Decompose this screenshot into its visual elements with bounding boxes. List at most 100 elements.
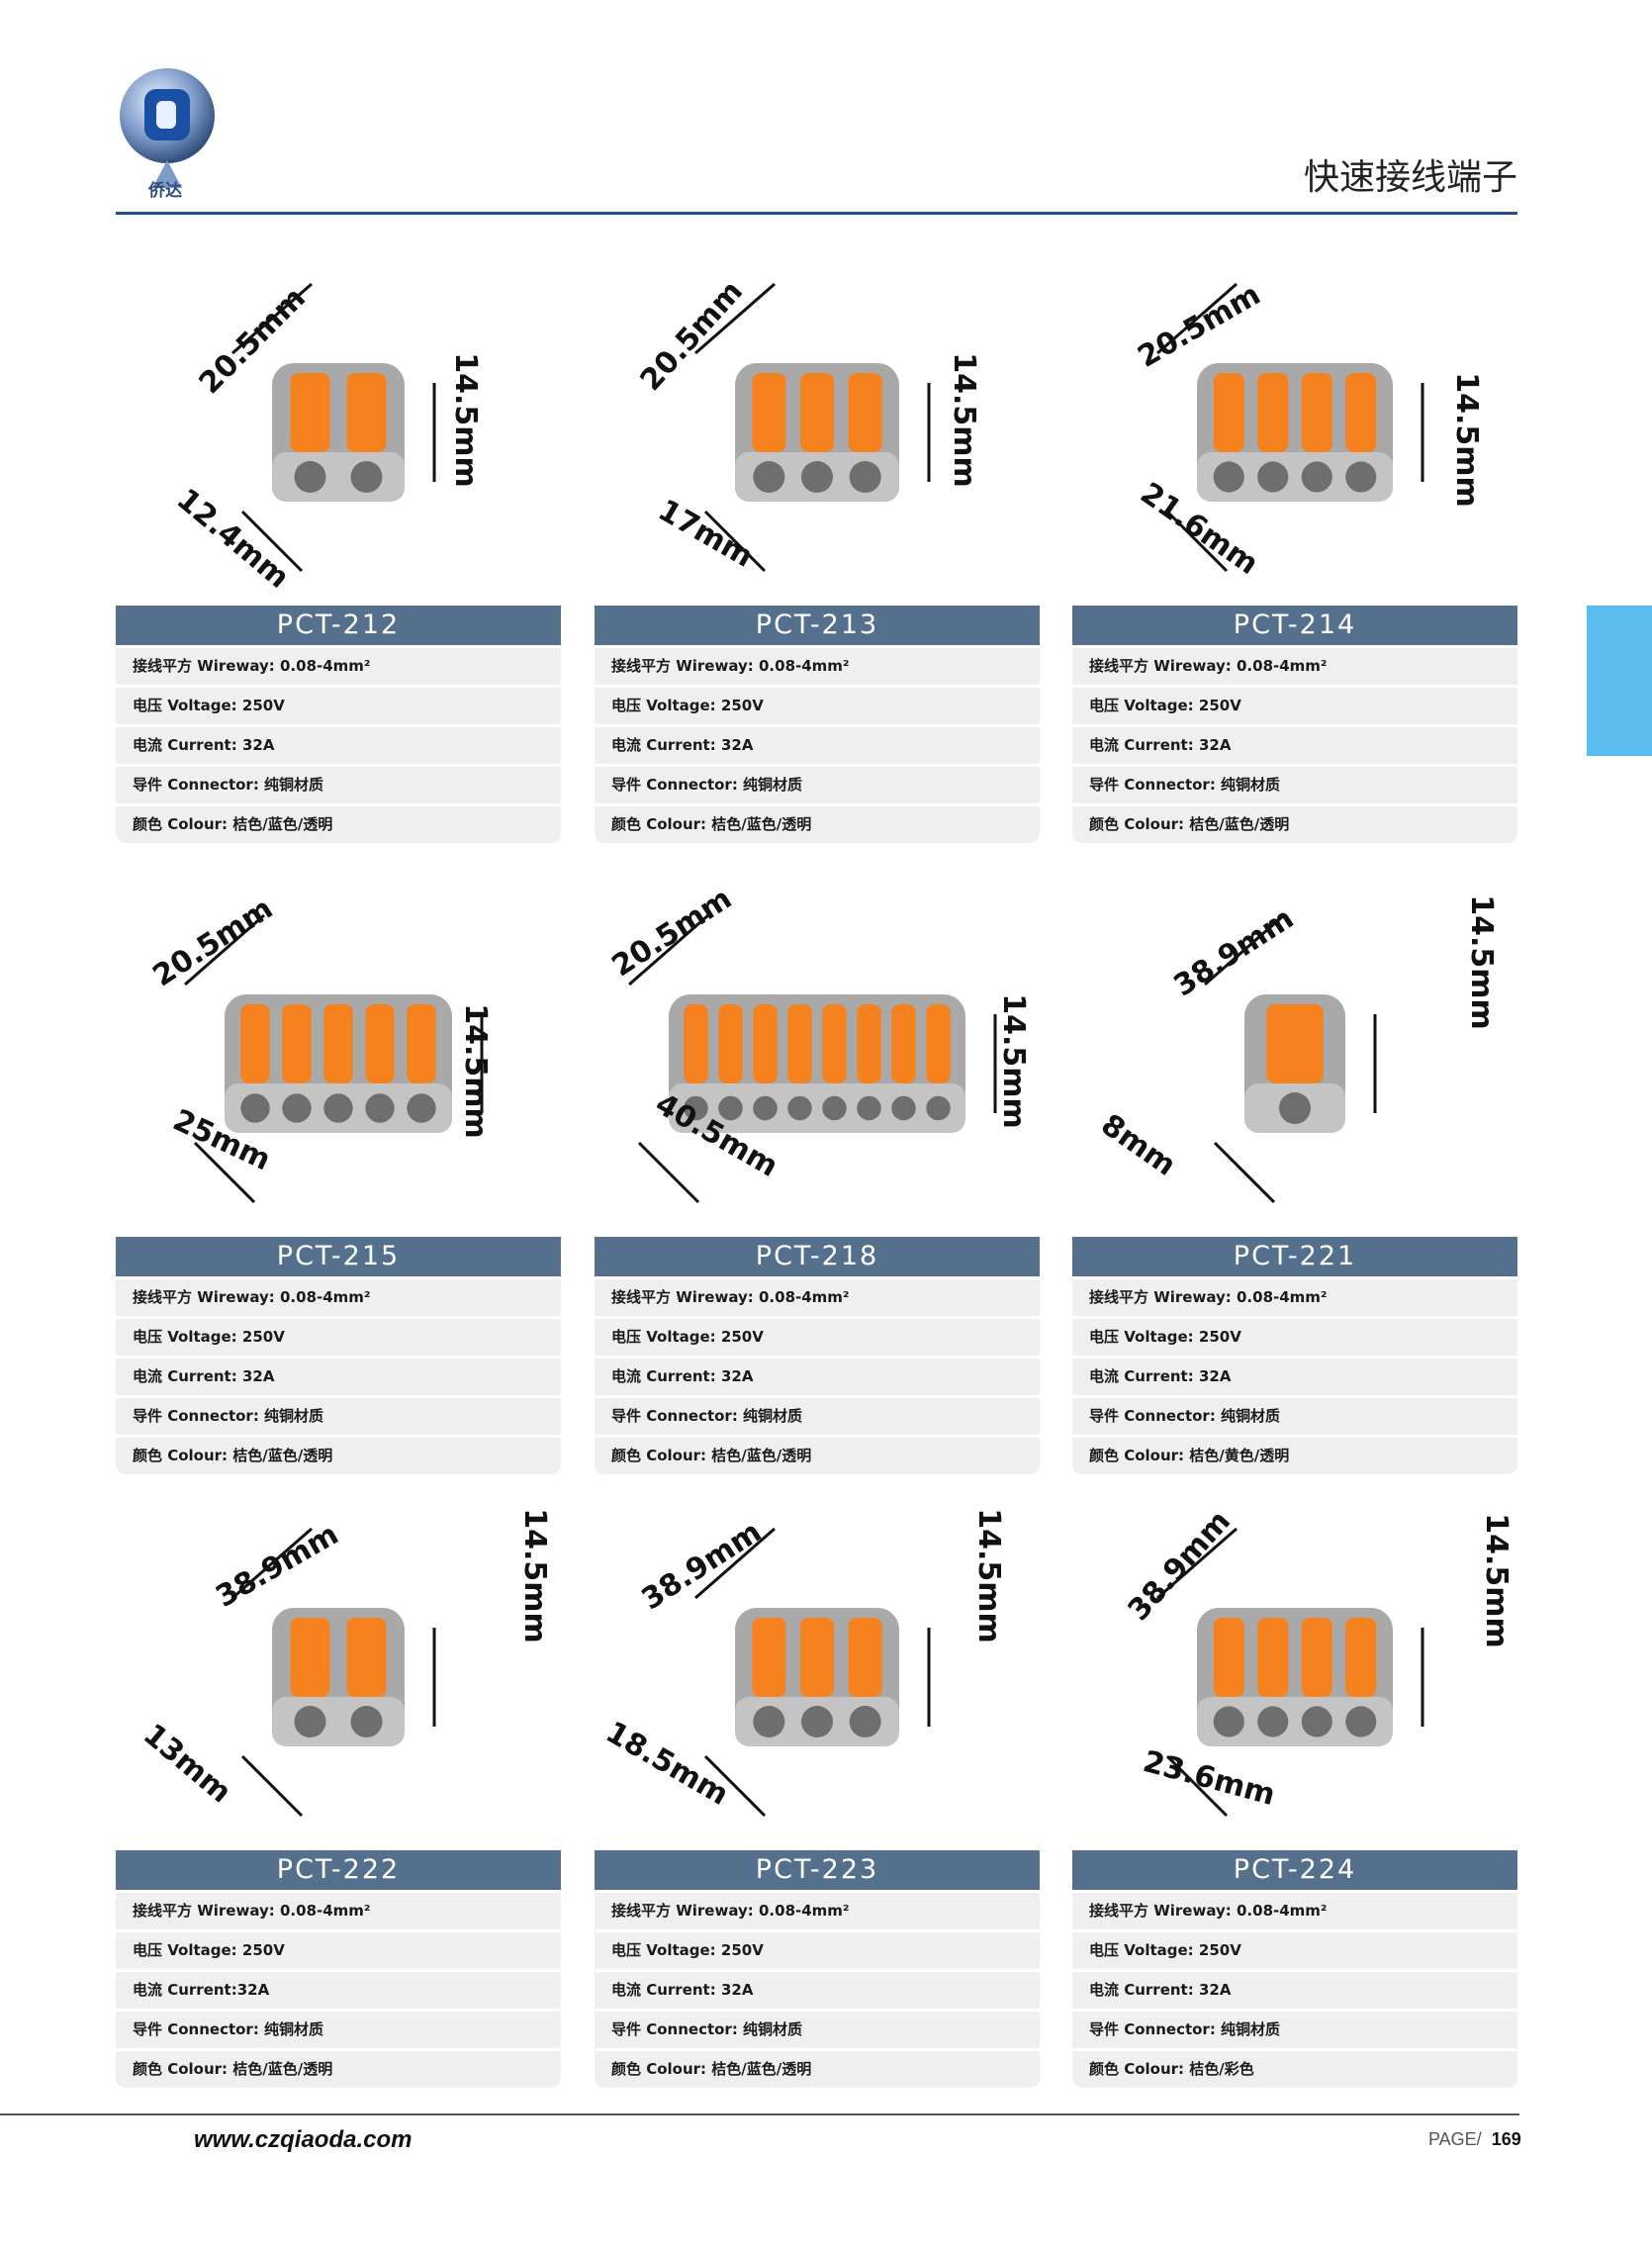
spec-voltage: 电压 Voltage: 250V (595, 688, 1040, 724)
product-photo: 20.5mm 14.5mm 21.6mm (1072, 264, 1517, 606)
spec-colour: 颜色 Colour: 桔色/彩色 (1072, 2051, 1517, 2088)
product-card: 38.9mm 14.5mm 13mm PCT-222 接线平方 Wireway:… (116, 1508, 561, 2088)
wire-hole (753, 1706, 785, 1737)
product-card: 38.9mm 14.5mm 8mm PCT-221 接线平方 Wireway: … (1072, 894, 1517, 1474)
lever (718, 1004, 743, 1083)
wire-hole (822, 1095, 847, 1121)
wire-hole (365, 1093, 395, 1123)
wire-hole (240, 1093, 270, 1123)
wire-hole (787, 1095, 812, 1121)
spec-colour: 颜色 Colour: 桔色/蓝色/透明 (116, 806, 561, 843)
product-card: 20.5mm 14.5mm 40.5mm PCT-218 接线平方 Wirewa… (595, 882, 1040, 1474)
dimension-line (1156, 1527, 1238, 1600)
spec-colour: 颜色 Colour: 桔色/蓝色/透明 (595, 2051, 1040, 2088)
wire-hole (801, 461, 833, 493)
dimension-height: 14.5mm (457, 1003, 493, 1139)
spec-colour: 颜色 Colour: 桔色/蓝色/透明 (595, 806, 1040, 843)
dimension-height: 14.5mm (946, 352, 981, 488)
model-name: PCT-215 (116, 1237, 561, 1276)
spec-connector: 导件 Connector: 纯铜材质 (116, 767, 561, 803)
website-link[interactable]: www.czqiaoda.com (194, 2126, 413, 2153)
spec-wireway: 接线平方 Wireway: 0.08-4mm² (595, 1279, 1040, 1316)
dimension-line (193, 1141, 256, 1204)
dimension-line (637, 1141, 700, 1204)
page-number: 169 (1491, 2129, 1521, 2149)
lever (848, 1618, 882, 1697)
wire-hole (926, 1095, 951, 1121)
lever (822, 1004, 847, 1083)
dimension-line (184, 913, 265, 986)
spec-voltage: 电压 Voltage: 250V (1072, 1932, 1517, 1969)
wire-hole (1345, 461, 1377, 493)
product-card: 20.5mm 14.5mm 21.6mm PCT-214 接线平方 Wirewa… (1072, 264, 1517, 843)
connector-front-face (1197, 452, 1393, 502)
wire-hole (684, 1095, 708, 1121)
spec-current: 电流 Current: 32A (116, 1359, 561, 1395)
spec-current: 电流 Current: 32A (595, 1972, 1040, 2009)
product-photo: 20.5mm 14.5mm 17mm (595, 264, 1040, 606)
spec-wireway: 接线平方 Wireway: 0.08-4mm² (595, 1893, 1040, 1929)
connector-drawing (231, 282, 436, 573)
dimension-line (1213, 1141, 1276, 1204)
footer-divider (0, 2113, 1519, 2115)
spec-voltage: 电压 Voltage: 250V (595, 1932, 1040, 1969)
product-illustration (231, 1527, 436, 1818)
lever (891, 1004, 916, 1083)
spec-connector: 导件 Connector: 纯铜材质 (595, 767, 1040, 803)
lever (1213, 1618, 1244, 1697)
wire-hole (801, 1706, 833, 1737)
lever (752, 1618, 786, 1697)
lever (290, 373, 330, 452)
connector-drawing (1204, 913, 1377, 1204)
side-section-tab[interactable] (1587, 606, 1652, 756)
header-divider (116, 212, 1517, 215)
page-label: PAGE/ (1428, 2129, 1482, 2149)
dimension-line (1156, 282, 1238, 355)
product-photo: 20.5mm 14.5mm 40.5mm (595, 882, 1040, 1237)
connector-drawing (1156, 282, 1424, 573)
lever (684, 1004, 708, 1083)
lever (323, 1004, 353, 1083)
lever (290, 1618, 330, 1697)
wire-hole (1301, 461, 1332, 493)
product-illustration (694, 1527, 931, 1818)
lever (346, 1618, 387, 1697)
product-illustration (1156, 282, 1424, 573)
spec-wireway: 接线平方 Wireway: 0.08-4mm² (595, 648, 1040, 685)
dimension-height: 14.5mm (970, 1508, 1006, 1643)
spec-current: 电流 Current: 32A (1072, 727, 1517, 764)
wire-hole (718, 1095, 743, 1121)
wire-hole (407, 1093, 436, 1123)
product-photo: 20.5mm 14.5mm 12.4mm (116, 264, 561, 606)
page-title: 快速接线端子 (1303, 157, 1517, 198)
spec-connector: 导件 Connector: 纯铜材质 (595, 2012, 1040, 2048)
product-card: 20.5mm 14.5mm 12.4mm PCT-212 接线平方 Wirewa… (116, 264, 561, 843)
lever (365, 1004, 395, 1083)
wire-hole (753, 461, 785, 493)
wire-hole (282, 1093, 312, 1123)
spec-current: 电流 Current: 32A (1072, 1359, 1517, 1395)
spec-wireway: 接线平方 Wireway: 0.08-4mm² (116, 648, 561, 685)
model-name: PCT-214 (1072, 606, 1517, 645)
lever (753, 1004, 778, 1083)
spec-wireway: 接线平方 Wireway: 0.08-4mm² (116, 1893, 561, 1929)
lever (1345, 1618, 1377, 1697)
connector-drawing (628, 913, 997, 1204)
dimension-line (240, 1754, 304, 1818)
product-photo: 38.9mm 14.5mm 23.6mm (1072, 1504, 1517, 1850)
dimension-line (231, 282, 313, 355)
wire-hole (1213, 461, 1244, 493)
product-photo: 38.9mm 14.5mm 13mm (116, 1508, 561, 1850)
dimension-height: 14.5mm (1463, 894, 1499, 1030)
wire-hole (1279, 1092, 1311, 1124)
page-indicator: PAGE/169 (1428, 2129, 1521, 2150)
spec-current: 电流 Current: 32A (595, 727, 1040, 764)
spec-current: 电流 Current: 32A (595, 1359, 1040, 1395)
dimension-line (1165, 510, 1229, 573)
spec-voltage: 电压 Voltage: 250V (1072, 1319, 1517, 1356)
spec-voltage: 电压 Voltage: 250V (1072, 688, 1517, 724)
spec-current: 电流 Current:32A (116, 1972, 561, 2009)
dimension-line (1165, 1754, 1229, 1818)
dimension-height: 14.5mm (1448, 372, 1484, 508)
product-photo: 38.9mm 14.5mm 8mm (1072, 894, 1517, 1237)
